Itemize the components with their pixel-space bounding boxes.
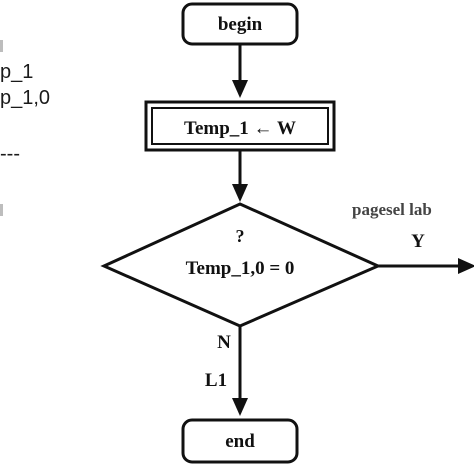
assign-label: Temp_1 ← W [184, 118, 296, 139]
arrowhead-yes [458, 258, 474, 274]
code-line-2: p_1,0 [0, 87, 51, 109]
arrowhead-1 [232, 80, 248, 98]
begin-label: begin [218, 14, 263, 35]
side-label: pagesel lab [352, 200, 432, 219]
decision-question: ? [236, 226, 245, 246]
no-label: N [217, 332, 231, 353]
gutter-mark-1 [0, 40, 3, 52]
end-label: end [225, 431, 255, 452]
decision-condition: Temp_1,0 = 0 [186, 258, 295, 279]
code-line-3: --- [0, 143, 20, 165]
arrowhead-no [232, 398, 248, 416]
gutter-mark-2 [0, 204, 3, 216]
arrowhead-2 [232, 184, 248, 202]
end-box [181, 418, 299, 464]
assign-box-inner [151, 107, 329, 145]
code-line-1: p_1 [0, 61, 34, 83]
yes-label: Y [411, 231, 425, 252]
l1-label: L1 [205, 370, 227, 391]
